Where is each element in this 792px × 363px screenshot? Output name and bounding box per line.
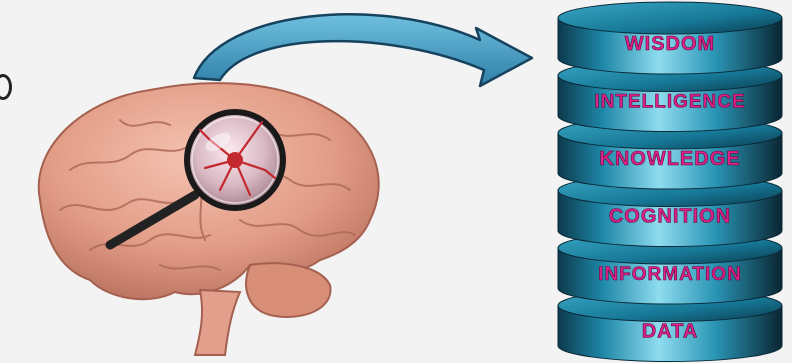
layer-label-data: DATA [642,321,699,343]
magnifying-glass-icon [187,112,283,208]
layer-stack: DATA INFORMATION COGNITION KNOWLEDGE INTELLI… [548,0,792,363]
layer-label-information: INFORMATION [598,264,742,285]
layer-label-intelligence: INTELLIGENCE [594,92,745,113]
layer-label-wisdom: WISDOM [625,33,715,55]
layer-label-cognition: COGNITION [609,206,731,228]
curved-arrow-icon [180,0,540,120]
layer-disk-wisdom: WISDOM [558,2,782,74]
layer-label-knowledge: KNOWLEDGE [599,148,740,170]
